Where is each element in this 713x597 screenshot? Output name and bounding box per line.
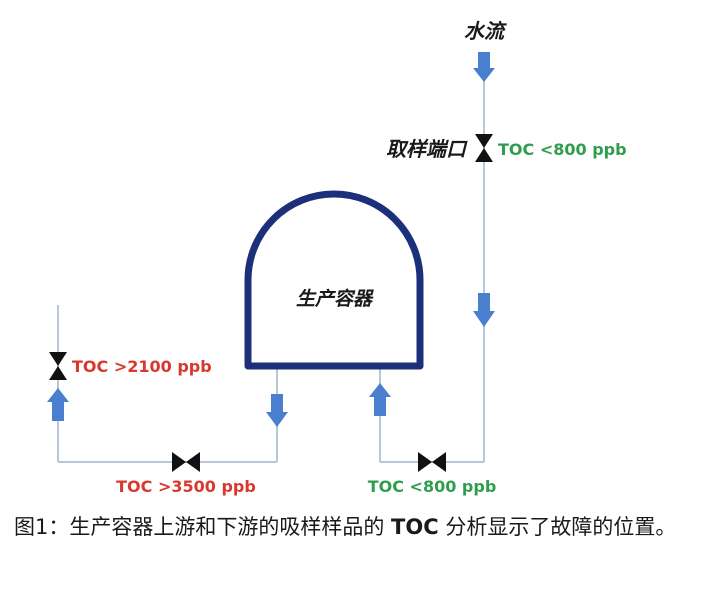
- water-flow-label: 水流: [464, 19, 507, 43]
- valve-icon: [475, 134, 493, 162]
- arrow-up-icon: [369, 383, 391, 416]
- flow-arrows: [47, 52, 495, 427]
- caption-suffix: 分析显示了故障的位置。: [438, 515, 677, 539]
- sampling-port-label: 取样端口: [386, 137, 468, 161]
- caption-prefix: 图1：生产容器上游和下游的吸样样品的: [14, 515, 392, 539]
- valve-icon: [418, 452, 446, 472]
- valve-icon: [49, 352, 67, 380]
- toc-label-left: TOC >2100 ppb: [72, 357, 212, 376]
- toc-label-bottom-right: TOC <800 ppb: [368, 477, 497, 496]
- arrow-down-icon: [266, 394, 288, 427]
- arrow-down-icon: [473, 293, 495, 327]
- toc-label-bottom-left: TOC >3500 ppb: [116, 477, 256, 496]
- valve-icon: [172, 452, 200, 472]
- toc-label-top: TOC <800 ppb: [498, 140, 627, 159]
- arrow-up-icon: [47, 388, 69, 421]
- arrow-down-icon: [473, 52, 495, 82]
- figure-caption: 图1：生产容器上游和下游的吸样样品的 TOC 分析显示了故障的位置。: [14, 512, 704, 543]
- production-vessel: [244, 190, 424, 370]
- valves: [49, 134, 493, 472]
- vessel-label: 生产容器: [296, 288, 374, 310]
- process-diagram: 水流 取样端口 TOC <800 ppb 生产容器 TOC >2100 ppb …: [47, 19, 627, 496]
- caption-toc: TOC: [391, 515, 439, 539]
